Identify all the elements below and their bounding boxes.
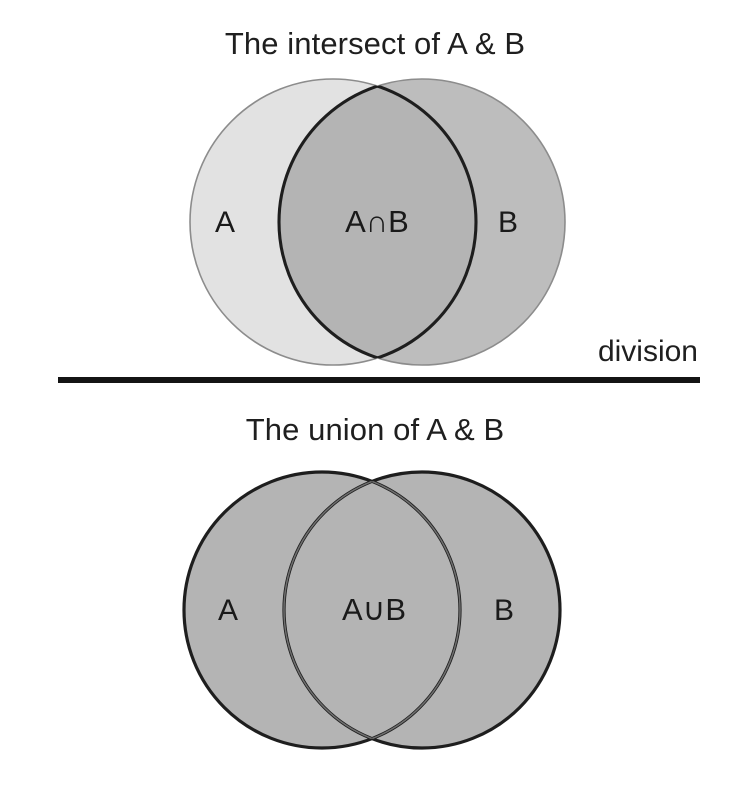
- label-b-intersect: B: [498, 206, 518, 239]
- label-a-union: A: [218, 594, 238, 627]
- label-b-union: B: [494, 594, 514, 627]
- label-a-intersect: A: [215, 206, 235, 239]
- lens-arc-right-union-overlay: [284, 472, 461, 748]
- region-b-union: [284, 472, 560, 748]
- panel-intersect-title: The intersect of A & B: [224, 26, 526, 61]
- division-rule: [58, 377, 700, 383]
- panel-union-title: The union of A & B: [245, 412, 505, 447]
- lens-arc-left-intersect: [277, 79, 476, 365]
- region-a-intersect-b-fill: [279, 79, 476, 365]
- label-a-cap-b: A∩B: [345, 204, 409, 239]
- division-label: division: [597, 335, 698, 368]
- lens-arc-left-union-overlay: [283, 472, 460, 748]
- label-a-cup-b: A∪B: [342, 592, 406, 627]
- lens-arc-right-intersect: [279, 79, 478, 365]
- panel-union: The union of A & B: [0, 396, 750, 797]
- panel-intersect: The intersect of A & B: [0, 0, 750, 380]
